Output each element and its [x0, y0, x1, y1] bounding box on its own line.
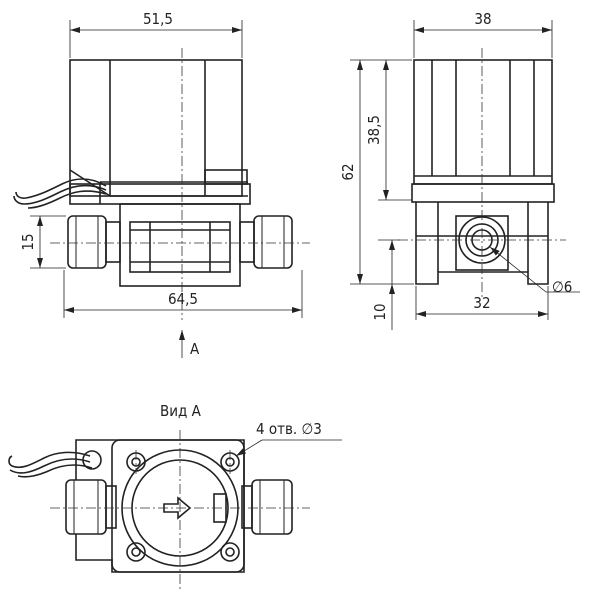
dim-base-width: 32 — [473, 294, 490, 312]
view-a-title: Вид А — [160, 402, 202, 420]
dim-pipe-height: 15 — [19, 233, 37, 250]
dim-top-width: 51,5 — [143, 10, 173, 28]
flow-arrow-icon — [163, 496, 192, 520]
valve-body — [119, 203, 241, 287]
view-a-wire-1 — [8, 451, 91, 469]
dim-port-diameter: ∅6 — [552, 278, 572, 296]
dim-coil-height: 38,5 — [365, 115, 383, 145]
side-flange — [411, 183, 555, 203]
dim-side-width: 38 — [474, 10, 491, 28]
wire-2 — [13, 184, 107, 205]
coil-body — [69, 59, 243, 197]
port-leader — [489, 246, 547, 293]
dim-total-height: 62 — [339, 163, 357, 180]
mount-hole — [126, 542, 146, 562]
view-a: Вид А — [8, 402, 342, 590]
view-a-left-fitting — [65, 479, 107, 535]
mount-hole — [220, 542, 240, 562]
wire-3 — [27, 190, 107, 209]
view-a-right-fitting — [251, 479, 293, 535]
front-view: 51,5 15 64,5 A — [13, 10, 310, 358]
side-coil — [413, 59, 553, 185]
holes-note: 4 отв. ∅3 — [256, 420, 322, 438]
wire-1 — [15, 178, 107, 199]
left-fitting — [67, 215, 107, 269]
dim-base-offset: 10 — [371, 303, 389, 320]
right-fitting — [253, 215, 293, 269]
holes-leader — [235, 439, 263, 457]
side-body — [415, 202, 549, 285]
view-a-housing — [75, 439, 245, 573]
view-arrow-label: A — [190, 340, 200, 358]
side-view: 38 62 38,5 10 32 ∅6 — [339, 10, 580, 330]
dim-overall-length: 64,5 — [168, 290, 198, 308]
